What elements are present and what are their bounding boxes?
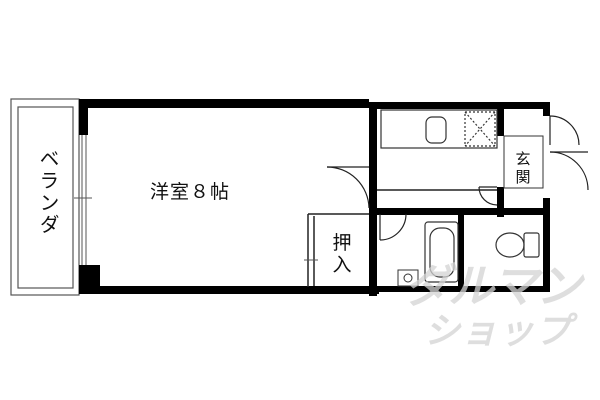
bathtub [424, 221, 459, 283]
interior-walls [307, 189, 497, 287]
veranda-label: ベランダ [36, 148, 60, 236]
outer-walls [79, 99, 550, 296]
balcony [10, 98, 80, 296]
entrance-step [503, 135, 544, 189]
toilet [495, 232, 540, 258]
kitchen-counter [380, 109, 498, 149]
watermark-line-2: ショップ [424, 311, 573, 352]
window-west [74, 135, 92, 265]
entrance-label: 玄関 [515, 150, 531, 186]
closet-label: 押入 [332, 232, 352, 276]
room-label: 洋室８帖 [150, 181, 231, 203]
washing-area [397, 269, 419, 287]
door-swings [326, 115, 589, 241]
watermark-line-1: ダルマン [404, 259, 582, 313]
